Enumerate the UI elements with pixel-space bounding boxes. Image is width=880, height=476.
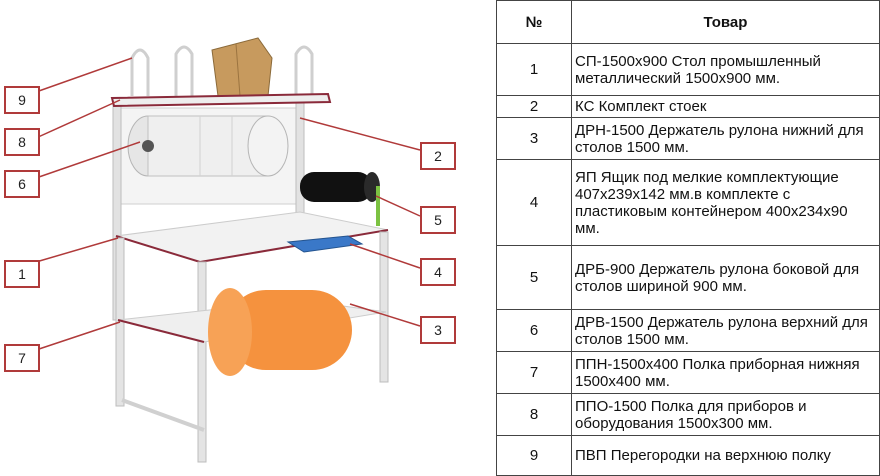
table-header-row: № Товар (496, 0, 880, 44)
row-item: СП-1500х900 Стол промышленный металличес… (571, 43, 880, 96)
leg-right (379, 231, 389, 383)
leader-7 (35, 321, 121, 351)
floor-crossbar (121, 398, 205, 432)
leader-6 (35, 141, 141, 179)
lower-shelf-edge (117, 319, 205, 343)
leg-front-center (197, 261, 207, 463)
product-table: № Товар 1 СП-1500х900 Стол промышленный … (496, 0, 880, 476)
cardboard-box (211, 37, 273, 97)
callout-6: 6 (4, 170, 40, 198)
row-item: ДРН-1500 Держатель рулона нижний для сто… (571, 117, 880, 160)
table-row: 8 ППО-1500 Полка для приборов и оборудов… (496, 393, 880, 436)
table-row: 2 КС Комплект стоек (496, 95, 880, 118)
leader-3 (349, 303, 421, 327)
table-row: 6 ДРВ-1500 Держатель рулона верхний для … (496, 309, 880, 352)
row-item: ДРБ-900 Держатель рулона боковой для сто… (571, 245, 880, 310)
callout-1: 1 (4, 260, 40, 288)
header-number: № (496, 0, 572, 44)
header-item: Товар (571, 0, 880, 44)
leader-1 (35, 237, 119, 263)
callout-4: 4 (420, 258, 456, 286)
table-row: 7 ППН-1500х400 Полка приборная нижняя 15… (496, 351, 880, 394)
table-row: 5 ДРБ-900 Держатель рулона боковой для с… (496, 245, 880, 310)
leader-8 (35, 99, 121, 139)
leader-9 (35, 57, 133, 93)
row-number: 5 (496, 245, 572, 310)
row-item: КС Комплект стоек (571, 95, 880, 118)
row-item: ДРВ-1500 Держатель рулона верхний для ст… (571, 309, 880, 352)
orange-roll-end (208, 288, 252, 376)
row-number: 1 (496, 43, 572, 96)
orange-roll (226, 290, 352, 370)
upper-roll-core (142, 140, 154, 152)
table-row: 9 ПВП Перегородки на верхнюю полку (496, 435, 880, 476)
row-number: 6 (496, 309, 572, 352)
divider-3 (294, 45, 314, 96)
callout-5: 5 (420, 206, 456, 234)
row-item: ППН-1500х400 Полка приборная нижняя 1500… (571, 351, 880, 394)
callout-9: 9 (4, 86, 40, 114)
drawer-box (286, 235, 364, 253)
callout-8: 8 (4, 128, 40, 156)
row-item: ПВП Перегородки на верхнюю полку (571, 435, 880, 476)
divider-1 (130, 48, 150, 96)
row-number: 2 (496, 95, 572, 118)
row-item: ППО-1500 Полка для приборов и оборудован… (571, 393, 880, 436)
table-row: 1 СП-1500х900 Стол промышленный металлич… (496, 43, 880, 96)
leader-4 (349, 243, 421, 269)
upper-roll-far-end (247, 115, 289, 177)
row-number: 8 (496, 393, 572, 436)
row-number: 7 (496, 351, 572, 394)
side-roll (300, 172, 372, 202)
callout-3: 3 (420, 316, 456, 344)
callout-2: 2 (420, 142, 456, 170)
table-row: 3 ДРН-1500 Держатель рулона нижний для с… (496, 117, 880, 160)
table-row: 4 ЯП Ящик под мелкие комплектующие 407х2… (496, 159, 880, 246)
row-item: ЯП Ящик под мелкие комплектующие 407х239… (571, 159, 880, 246)
callout-7: 7 (4, 344, 40, 372)
cardboard-box-seam (235, 43, 241, 97)
workbench-drawing (35, 37, 421, 463)
row-number: 9 (496, 435, 572, 476)
row-number: 3 (496, 117, 572, 160)
divider-2 (174, 45, 194, 96)
side-roll-bracket (376, 186, 380, 226)
leader-2 (299, 117, 421, 151)
leader-5 (375, 195, 421, 217)
workbench-illustration: 9 8 6 1 7 2 5 4 3 (4, 37, 456, 463)
row-number: 4 (496, 159, 572, 246)
